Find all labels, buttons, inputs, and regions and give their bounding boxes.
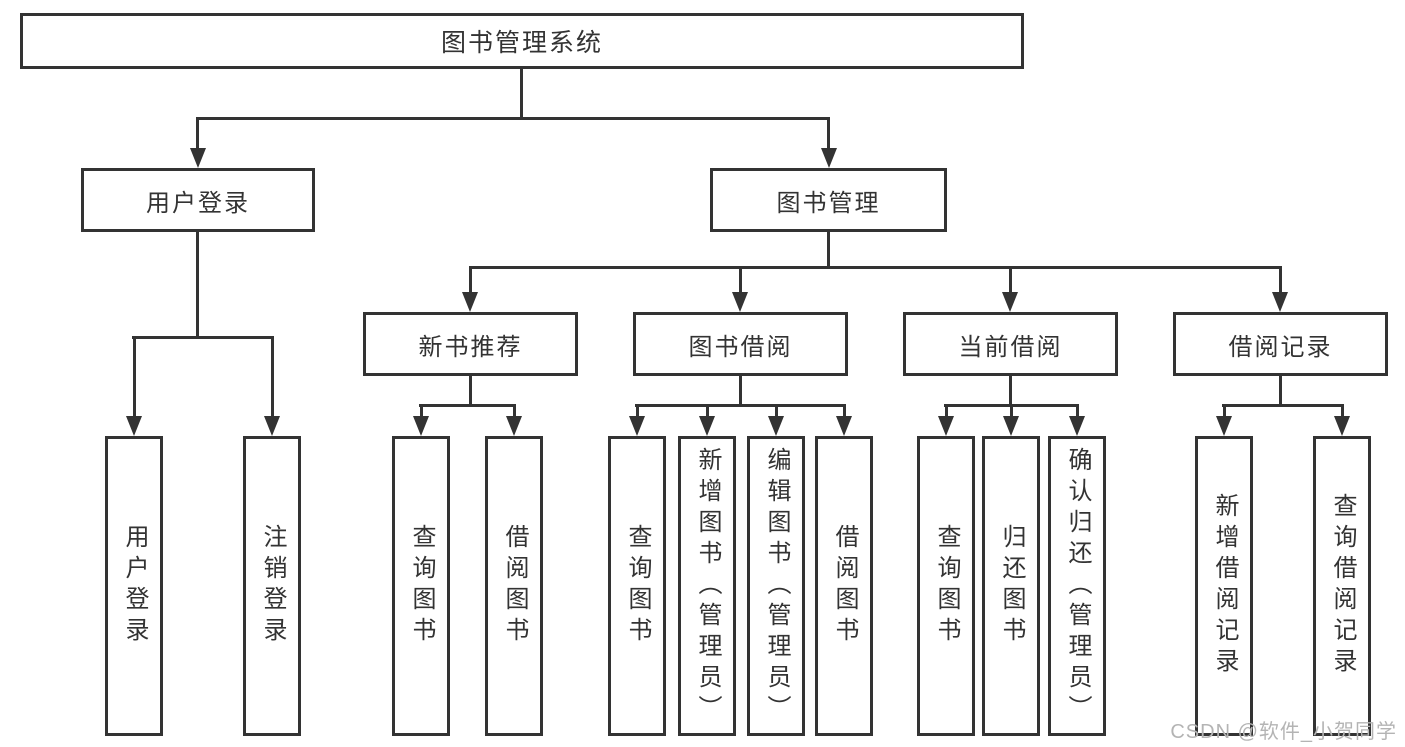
arrowhead-down — [732, 292, 748, 312]
connector-book-mgmt-stem — [827, 232, 830, 268]
connector-group-bar — [419, 404, 516, 407]
connector-to-leaf — [420, 404, 423, 418]
node-label: 确认归还（管理员） — [1064, 446, 1091, 726]
leaf-return-book: 归还图书 — [982, 436, 1040, 736]
connector-to-leaf — [1223, 404, 1226, 418]
connector-group-bar — [635, 404, 846, 407]
node-label: 编辑图书（管理员） — [763, 446, 790, 726]
leaf-add-book-admin: 新增图书（管理员） — [678, 436, 736, 736]
arrowhead-down — [1334, 416, 1350, 436]
arrowhead-down — [1069, 416, 1085, 436]
arrowhead-down — [190, 148, 206, 168]
arrowhead-down — [1272, 292, 1288, 312]
leaf-query-borrow-record: 查询借阅记录 — [1313, 436, 1371, 736]
node-label: 注销登录 — [259, 524, 286, 648]
node-new-book-recommend: 新书推荐 — [363, 312, 578, 376]
node-label: 当前借阅 — [958, 333, 1063, 361]
leaf-borrow-books-recommend: 借阅图书 — [485, 436, 543, 736]
arrowhead-down — [264, 416, 280, 436]
node-label: 查询借阅记录 — [1329, 493, 1356, 679]
arrowhead-down — [1003, 416, 1019, 436]
node-label: 图书借阅 — [688, 333, 793, 361]
leaf-confirm-return-admin: 确认归还（管理员） — [1048, 436, 1106, 736]
leaf-logout: 注销登录 — [243, 436, 301, 736]
connector-to-leaf — [133, 336, 136, 418]
arrowhead-down — [413, 416, 429, 436]
leaf-borrow-books: 借阅图书 — [815, 436, 873, 736]
node-label: 新书推荐 — [418, 333, 523, 361]
node-label: 新增图书（管理员） — [694, 446, 721, 726]
node-label: 查询图书 — [624, 524, 651, 648]
node-label: 借阅记录 — [1228, 333, 1333, 361]
connector-to-leaf — [775, 404, 778, 418]
node-current-borrow: 当前借阅 — [903, 312, 1118, 376]
connector-level1-bar — [196, 117, 830, 120]
node-label: 查询图书 — [933, 524, 960, 648]
connector-level3-bar — [469, 266, 1282, 269]
arrowhead-down — [699, 416, 715, 436]
connector-to-level3 — [1279, 266, 1282, 294]
connector-l3-stem — [469, 376, 472, 404]
connector-to-level3 — [469, 266, 472, 294]
node-book-management: 图书管理 — [710, 168, 947, 232]
csdn-watermark: CSDN @软件_小贺同学 — [1170, 721, 1397, 743]
node-label: 新增借阅记录 — [1211, 493, 1238, 679]
connector-root-stem — [520, 69, 523, 117]
leaf-add-borrow-record: 新增借阅记录 — [1195, 436, 1253, 736]
node-label: 用户登录 — [121, 524, 148, 648]
node-label: 查询图书 — [408, 524, 435, 648]
leaf-query-books-recommend: 查询图书 — [392, 436, 450, 736]
arrowhead-down — [629, 416, 645, 436]
node-label: 用户登录 — [146, 189, 250, 217]
connector-to-level3 — [739, 266, 742, 294]
leaf-user-login: 用户登录 — [105, 436, 163, 736]
connector-to-book-management — [827, 117, 830, 150]
connector-to-leaf — [1010, 404, 1013, 418]
connector-user-login-bar — [132, 336, 274, 339]
arrowhead-down — [506, 416, 522, 436]
leaf-edit-book-admin: 编辑图书（管理员） — [747, 436, 805, 736]
node-label: 图书管理 — [776, 189, 881, 217]
node-user-login-branch: 用户登录 — [81, 168, 315, 232]
connector-to-leaf — [1341, 404, 1344, 418]
leaf-query-books-current: 查询图书 — [917, 436, 975, 736]
connector-to-leaf — [843, 404, 846, 418]
node-borrow-records: 借阅记录 — [1173, 312, 1388, 376]
connector-l3-stem — [739, 376, 742, 404]
connector-user-login-stem — [196, 232, 199, 336]
leaf-query-books-borrow: 查询图书 — [608, 436, 666, 736]
node-label: 归还图书 — [998, 524, 1025, 648]
connector-to-level3 — [1009, 266, 1012, 294]
arrowhead-down — [938, 416, 954, 436]
arrowhead-down — [1002, 292, 1018, 312]
arrowhead-down — [768, 416, 784, 436]
connector-group-bar — [1222, 404, 1344, 407]
arrowhead-down — [126, 416, 142, 436]
arrowhead-down — [821, 148, 837, 168]
connector-to-leaf — [945, 404, 948, 418]
arrowhead-down — [462, 292, 478, 312]
node-label: 图书管理系统 — [440, 29, 603, 57]
connector-to-leaf — [636, 404, 639, 418]
node-label: 借阅图书 — [501, 524, 528, 648]
arrowhead-down — [836, 416, 852, 436]
connector-to-leaf — [271, 336, 274, 418]
node-library-management-system: 图书管理系统 — [20, 13, 1024, 69]
arrowhead-down — [1216, 416, 1232, 436]
connector-l3-stem — [1279, 376, 1282, 404]
connector-l3-stem — [1009, 376, 1012, 404]
connector-to-leaf — [1076, 404, 1079, 418]
node-label: 借阅图书 — [831, 524, 858, 648]
connector-to-user-login — [196, 117, 199, 150]
connector-to-leaf — [513, 404, 516, 418]
node-book-borrow: 图书借阅 — [633, 312, 848, 376]
connector-to-leaf — [706, 404, 709, 418]
